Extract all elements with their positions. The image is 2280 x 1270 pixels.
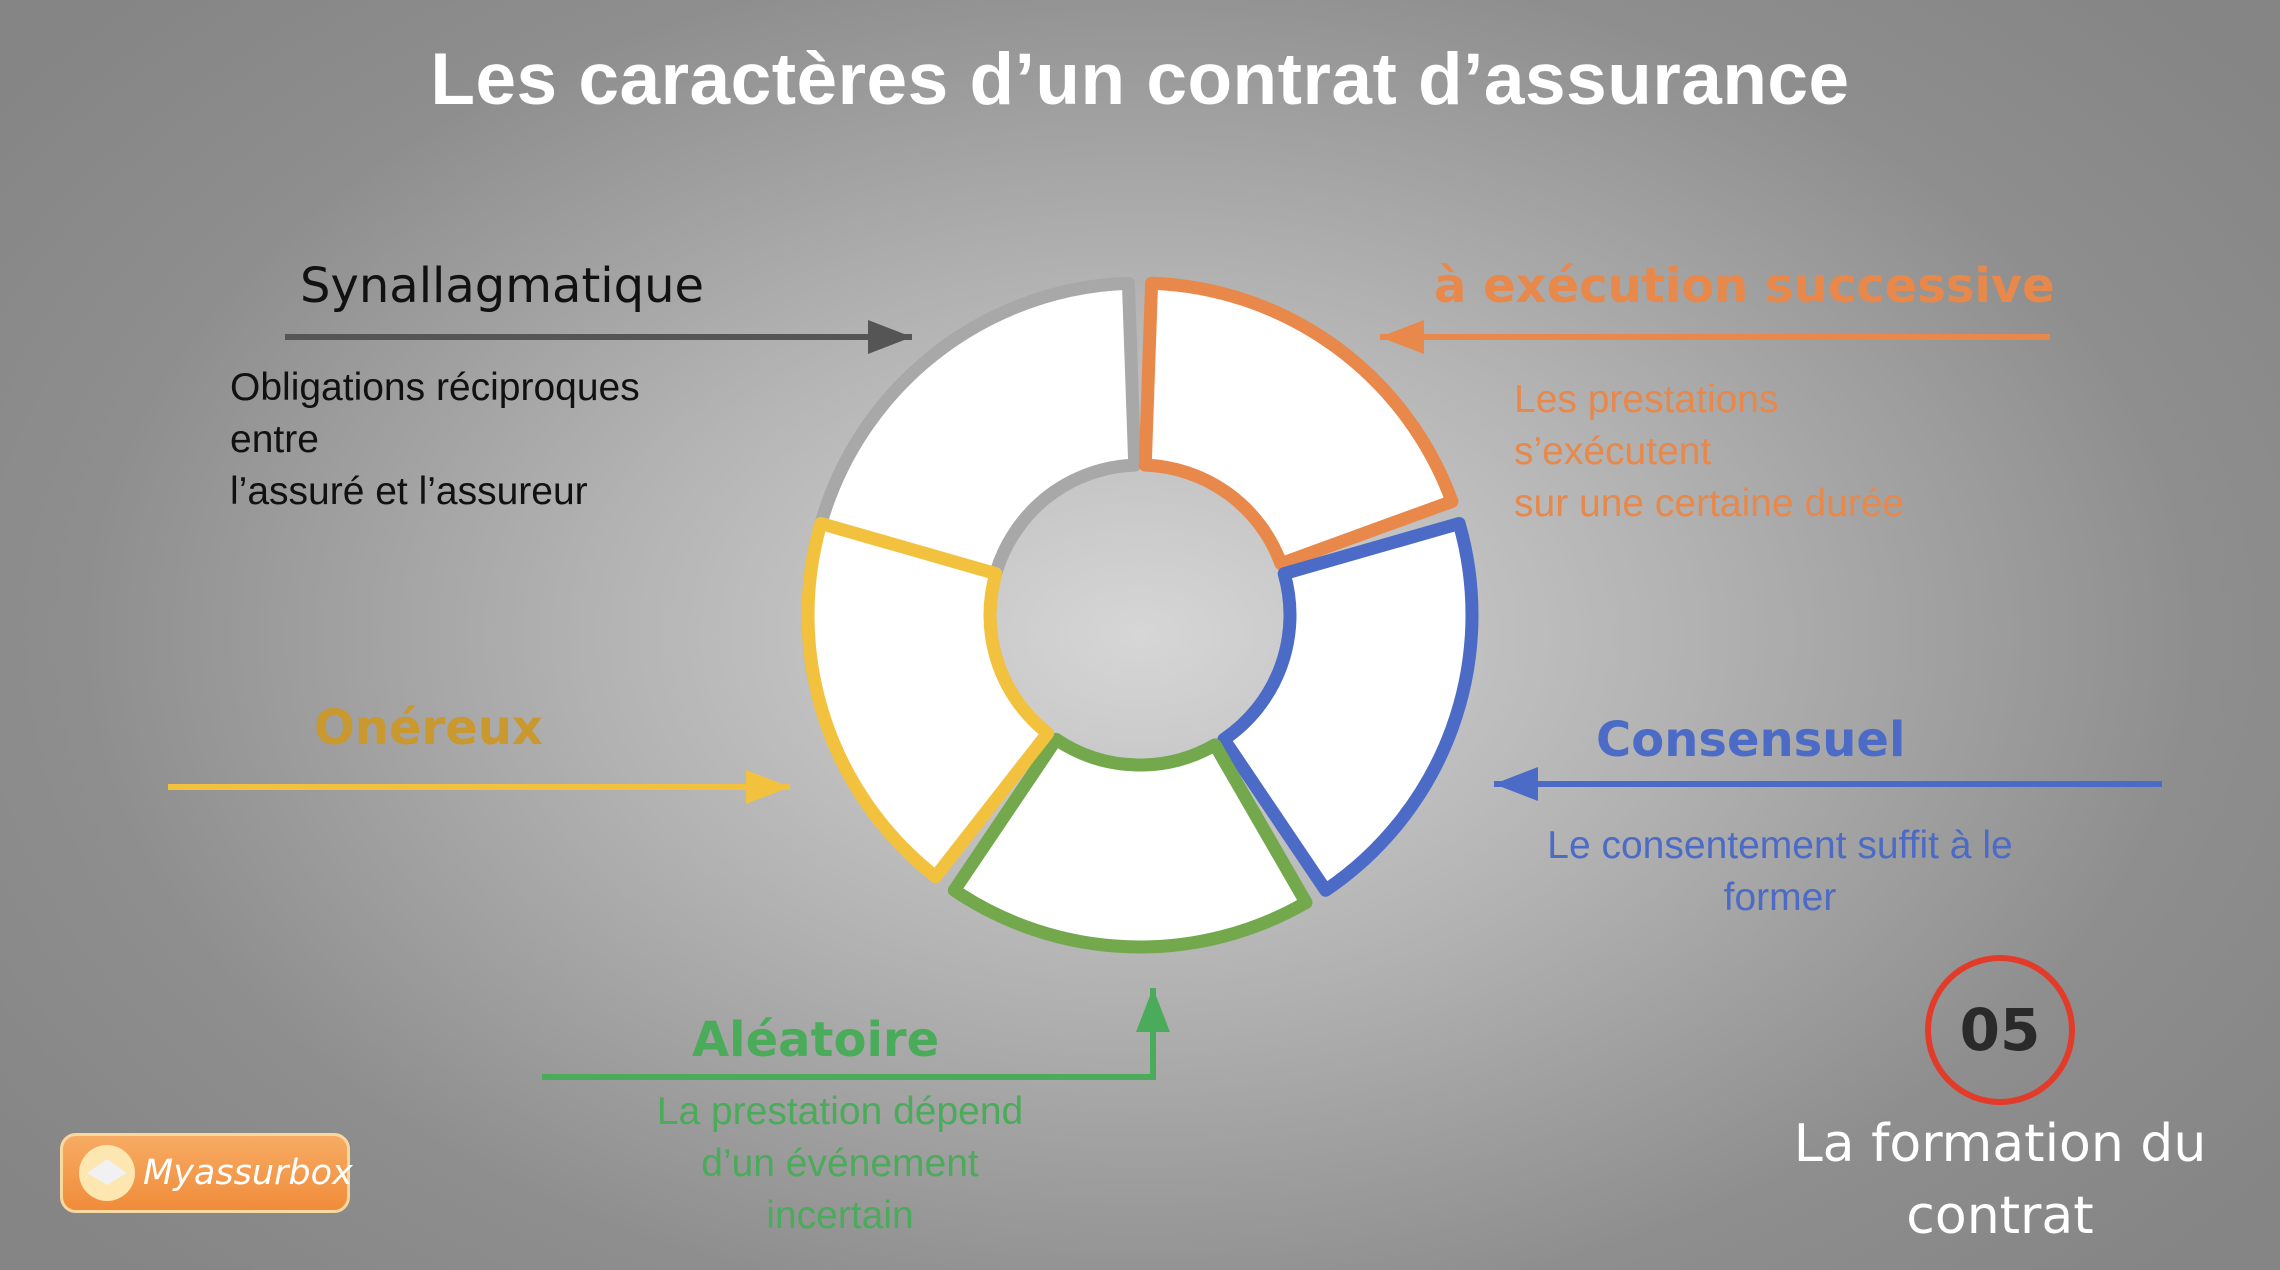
segment-consensuel [1217,516,1479,897]
heading-synallagmatique: Synallagmatique [300,258,705,314]
arrow-execution-head [1380,320,1424,354]
heading-onereux: Onéreux [314,700,543,756]
desc-synallagmatique: Obligations réciproques entre l’assuré e… [230,366,640,513]
arrow-aleatoire-head [1136,988,1170,1032]
page-title: Les caractères d’un contrat d’assurance [430,39,1850,120]
badge-ring [1925,955,2075,1105]
badge-number: 05 [1959,996,2041,1064]
heading-aleatoire: Aléatoire [692,1012,940,1068]
arrow-synallagmatique-head [868,320,912,354]
segment-aleatoire [947,732,1313,954]
graduation-cap-icon [79,1145,135,1201]
heading-execution-successive: à exécution successive [1434,258,2055,314]
arrow-onereux-head [746,770,790,804]
myassurbox-logo[interactable]: Myassurbox [60,1133,353,1213]
heading-consensuel: Consensuel [1596,712,1906,768]
desc-aleatoire: La prestation dépend d’un événement ince… [656,1090,1024,1237]
badge-label: La formation du contrat [1793,1114,2207,1246]
pointer-arrows [168,320,2162,1080]
segment-onereux [801,516,1055,884]
logo-text: Myassurbox [143,1153,353,1193]
segment-execution [1138,276,1459,571]
donut-segments [801,276,1479,954]
desc-consensuel: Le consentement suffit à le former [1547,824,2013,919]
desc-execution-successive: Les prestations s’exécutent sur une cert… [1514,378,1905,525]
arrow-consensuel-head [1494,767,1538,801]
